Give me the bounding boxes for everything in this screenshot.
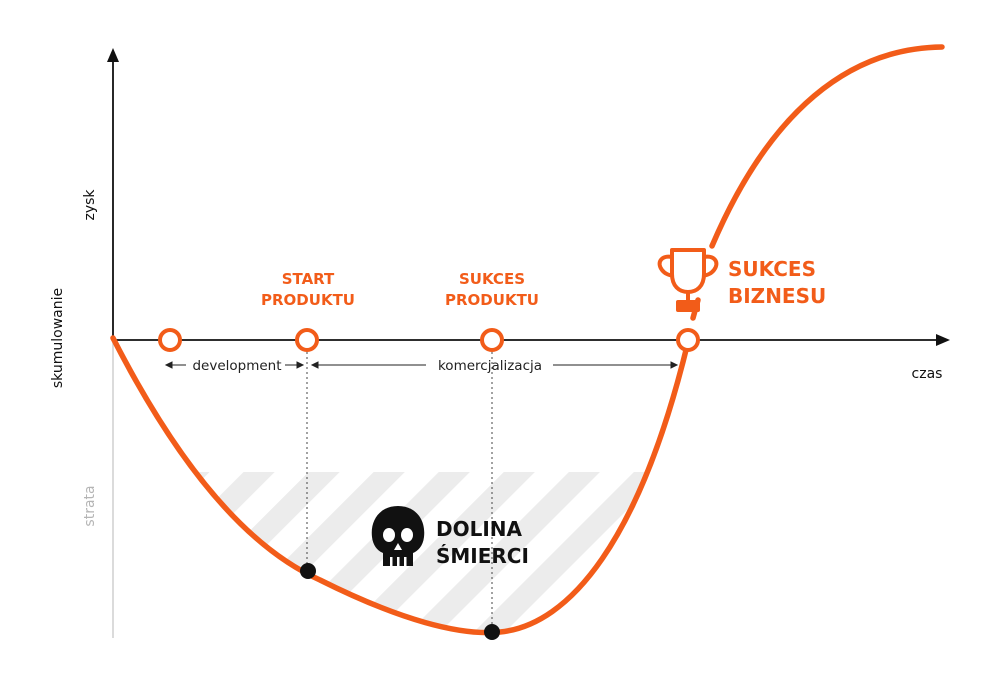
- commercialization-label: komercjalizacja: [438, 358, 542, 374]
- start-label-line2: PRODUKTU: [261, 291, 355, 309]
- business-success-label-line2: BIZNESU: [728, 284, 826, 308]
- development-start-marker: [158, 328, 182, 352]
- product-success-marker: [480, 328, 504, 352]
- y-axis-positive-label: zysk: [82, 189, 98, 221]
- curve-point-start: [300, 563, 316, 579]
- trophy-icon: [657, 248, 719, 312]
- skull-icon: [371, 506, 425, 566]
- product-success-label-line2: PRODUKTU: [445, 291, 539, 309]
- y-axis-negative-label: strata: [82, 485, 98, 526]
- x-axis-label: czas: [912, 366, 943, 382]
- profit-curve: [110, 335, 691, 636]
- valley-label-line1: DOLINA: [436, 517, 523, 541]
- x-axis-arrow-icon: [936, 334, 950, 346]
- development-span: [164, 361, 305, 369]
- product-success-label-line1: SUKCES: [459, 270, 525, 288]
- y-axis-arrow-icon: [107, 48, 119, 62]
- business-success-label-line1: SUKCES: [728, 257, 816, 281]
- business-success-marker: [676, 328, 700, 352]
- development-label: development: [192, 358, 281, 374]
- valley-hatch: [195, 472, 655, 633]
- curve-point-bottom: [484, 624, 500, 640]
- product-start-marker: [295, 328, 319, 352]
- y-axis-label: skumulowanie: [50, 288, 66, 388]
- commercialization-span: [310, 361, 679, 369]
- start-label-line1: START: [282, 270, 335, 288]
- profit-curve-upper: [709, 44, 945, 249]
- valley-label-line2: ŚMIERCI: [436, 544, 529, 568]
